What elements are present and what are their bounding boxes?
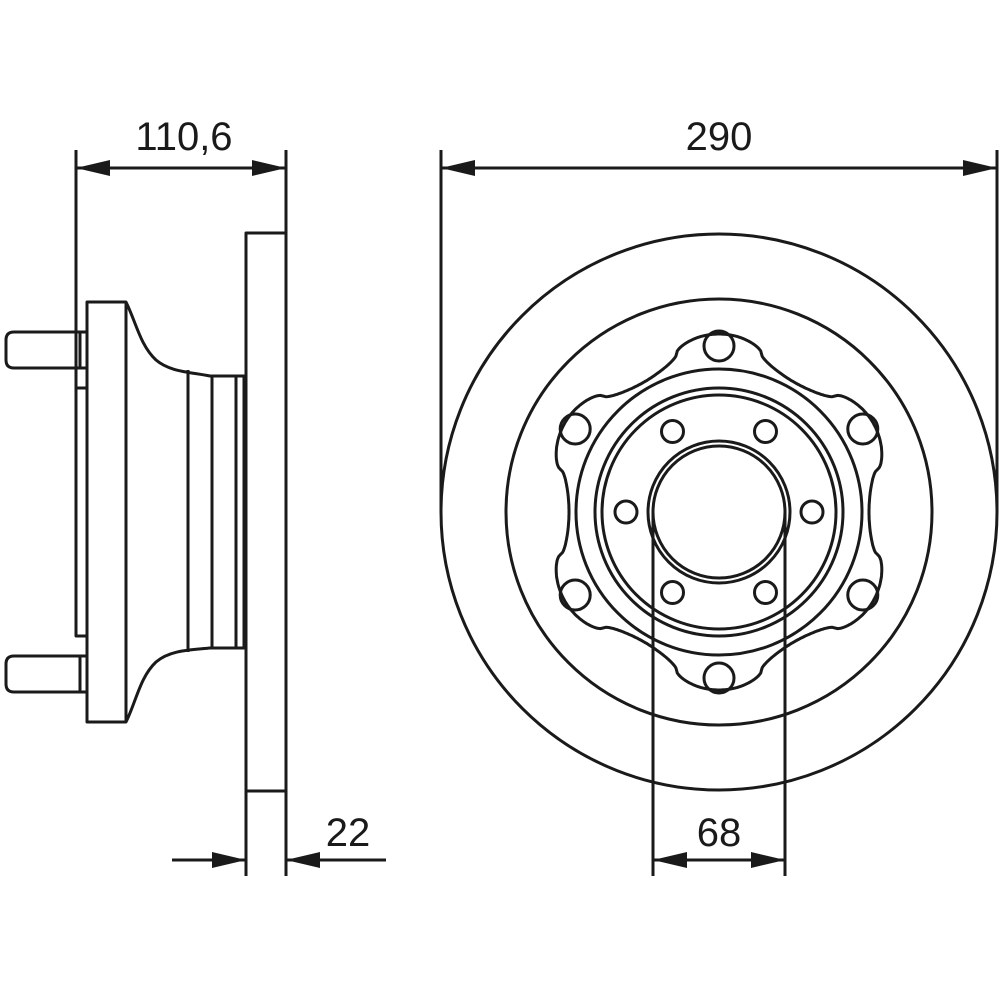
lug-hole <box>846 578 880 612</box>
disc-outer-edge <box>439 232 999 792</box>
hub-step-circle <box>574 367 864 657</box>
mounting-face <box>74 386 89 638</box>
dimension-disc-diameter: 290 <box>439 115 999 512</box>
lug-hole <box>702 329 736 363</box>
center-bore-outer <box>646 439 792 585</box>
lug-hole <box>558 412 592 446</box>
hub-height-label: 110,6 <box>135 115 232 159</box>
hub-lobed-flange <box>554 332 884 692</box>
bolt-hole <box>660 419 685 444</box>
dimension-center-bore: 68 <box>651 512 787 876</box>
front-view <box>439 232 999 792</box>
lug-hole <box>558 578 592 612</box>
arrowhead-right <box>286 852 320 868</box>
lug-holes <box>558 329 880 695</box>
arrowhead-left <box>76 160 110 176</box>
center-bore-inner <box>651 444 787 580</box>
hub-face-outer <box>593 386 845 638</box>
arrowhead-left <box>653 852 687 868</box>
disc-diameter-label: 290 <box>686 115 753 159</box>
bolt-hole <box>613 499 639 525</box>
arrowhead-left <box>212 852 246 868</box>
bolt-holes <box>613 419 825 605</box>
friction-ring-inner-edge <box>504 297 934 727</box>
bolt-hole <box>753 580 778 605</box>
bolt-hole <box>753 419 778 444</box>
hub-face-inner <box>600 393 838 631</box>
wheel-stud-top <box>4 330 87 370</box>
dimension-disc-thickness: 22 <box>172 791 386 876</box>
disc-thickness-label: 22 <box>326 811 371 855</box>
arrowhead-right <box>751 852 785 868</box>
arrowhead-right <box>963 160 997 176</box>
arrowhead-right <box>252 160 286 176</box>
side-view <box>4 231 288 793</box>
center-bore-label: 68 <box>697 811 742 855</box>
dimension-hub-height: 110,6 <box>74 115 288 388</box>
bolt-hole <box>660 580 685 605</box>
disc-ring-section <box>244 231 288 793</box>
arrowhead-left <box>441 160 475 176</box>
bolt-hole <box>799 499 825 525</box>
hub-body-profile <box>85 300 246 724</box>
lug-hole <box>846 412 880 446</box>
wheel-stud-bottom <box>4 654 87 694</box>
lug-hole <box>702 661 736 695</box>
